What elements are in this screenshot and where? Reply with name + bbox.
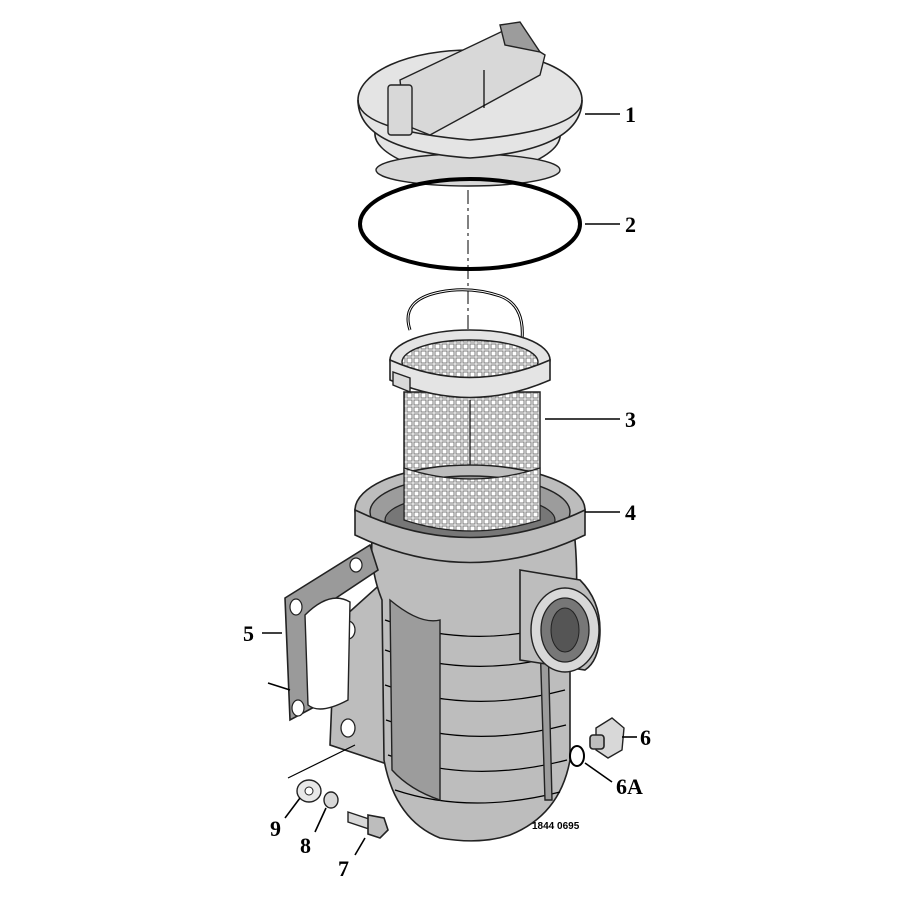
- callout-9: 9: [270, 816, 281, 841]
- callout-8: 8: [300, 833, 311, 858]
- lock-washer: [323, 791, 339, 809]
- callout-5: 5: [243, 621, 254, 646]
- plug-o-ring: [569, 745, 585, 767]
- flat-washer: [296, 779, 322, 803]
- callout-7: 7: [338, 856, 349, 881]
- callout-1: 1: [625, 102, 636, 127]
- callout-4: 4: [625, 500, 636, 525]
- mounting-bolt: [347, 811, 389, 839]
- leader-lines: [262, 113, 637, 856]
- callout-2: 2: [625, 212, 636, 237]
- callout-6a: 6A: [616, 774, 643, 799]
- callout-6: 6: [640, 725, 651, 750]
- strainer-lid: [357, 21, 583, 187]
- flange-gasket: [284, 543, 379, 722]
- callout-3: 3: [625, 407, 636, 432]
- drain-plug: [589, 717, 625, 759]
- pump-housing: [329, 464, 601, 842]
- drawing-code: 1844 0695: [532, 821, 580, 832]
- lid-o-ring: [358, 177, 582, 271]
